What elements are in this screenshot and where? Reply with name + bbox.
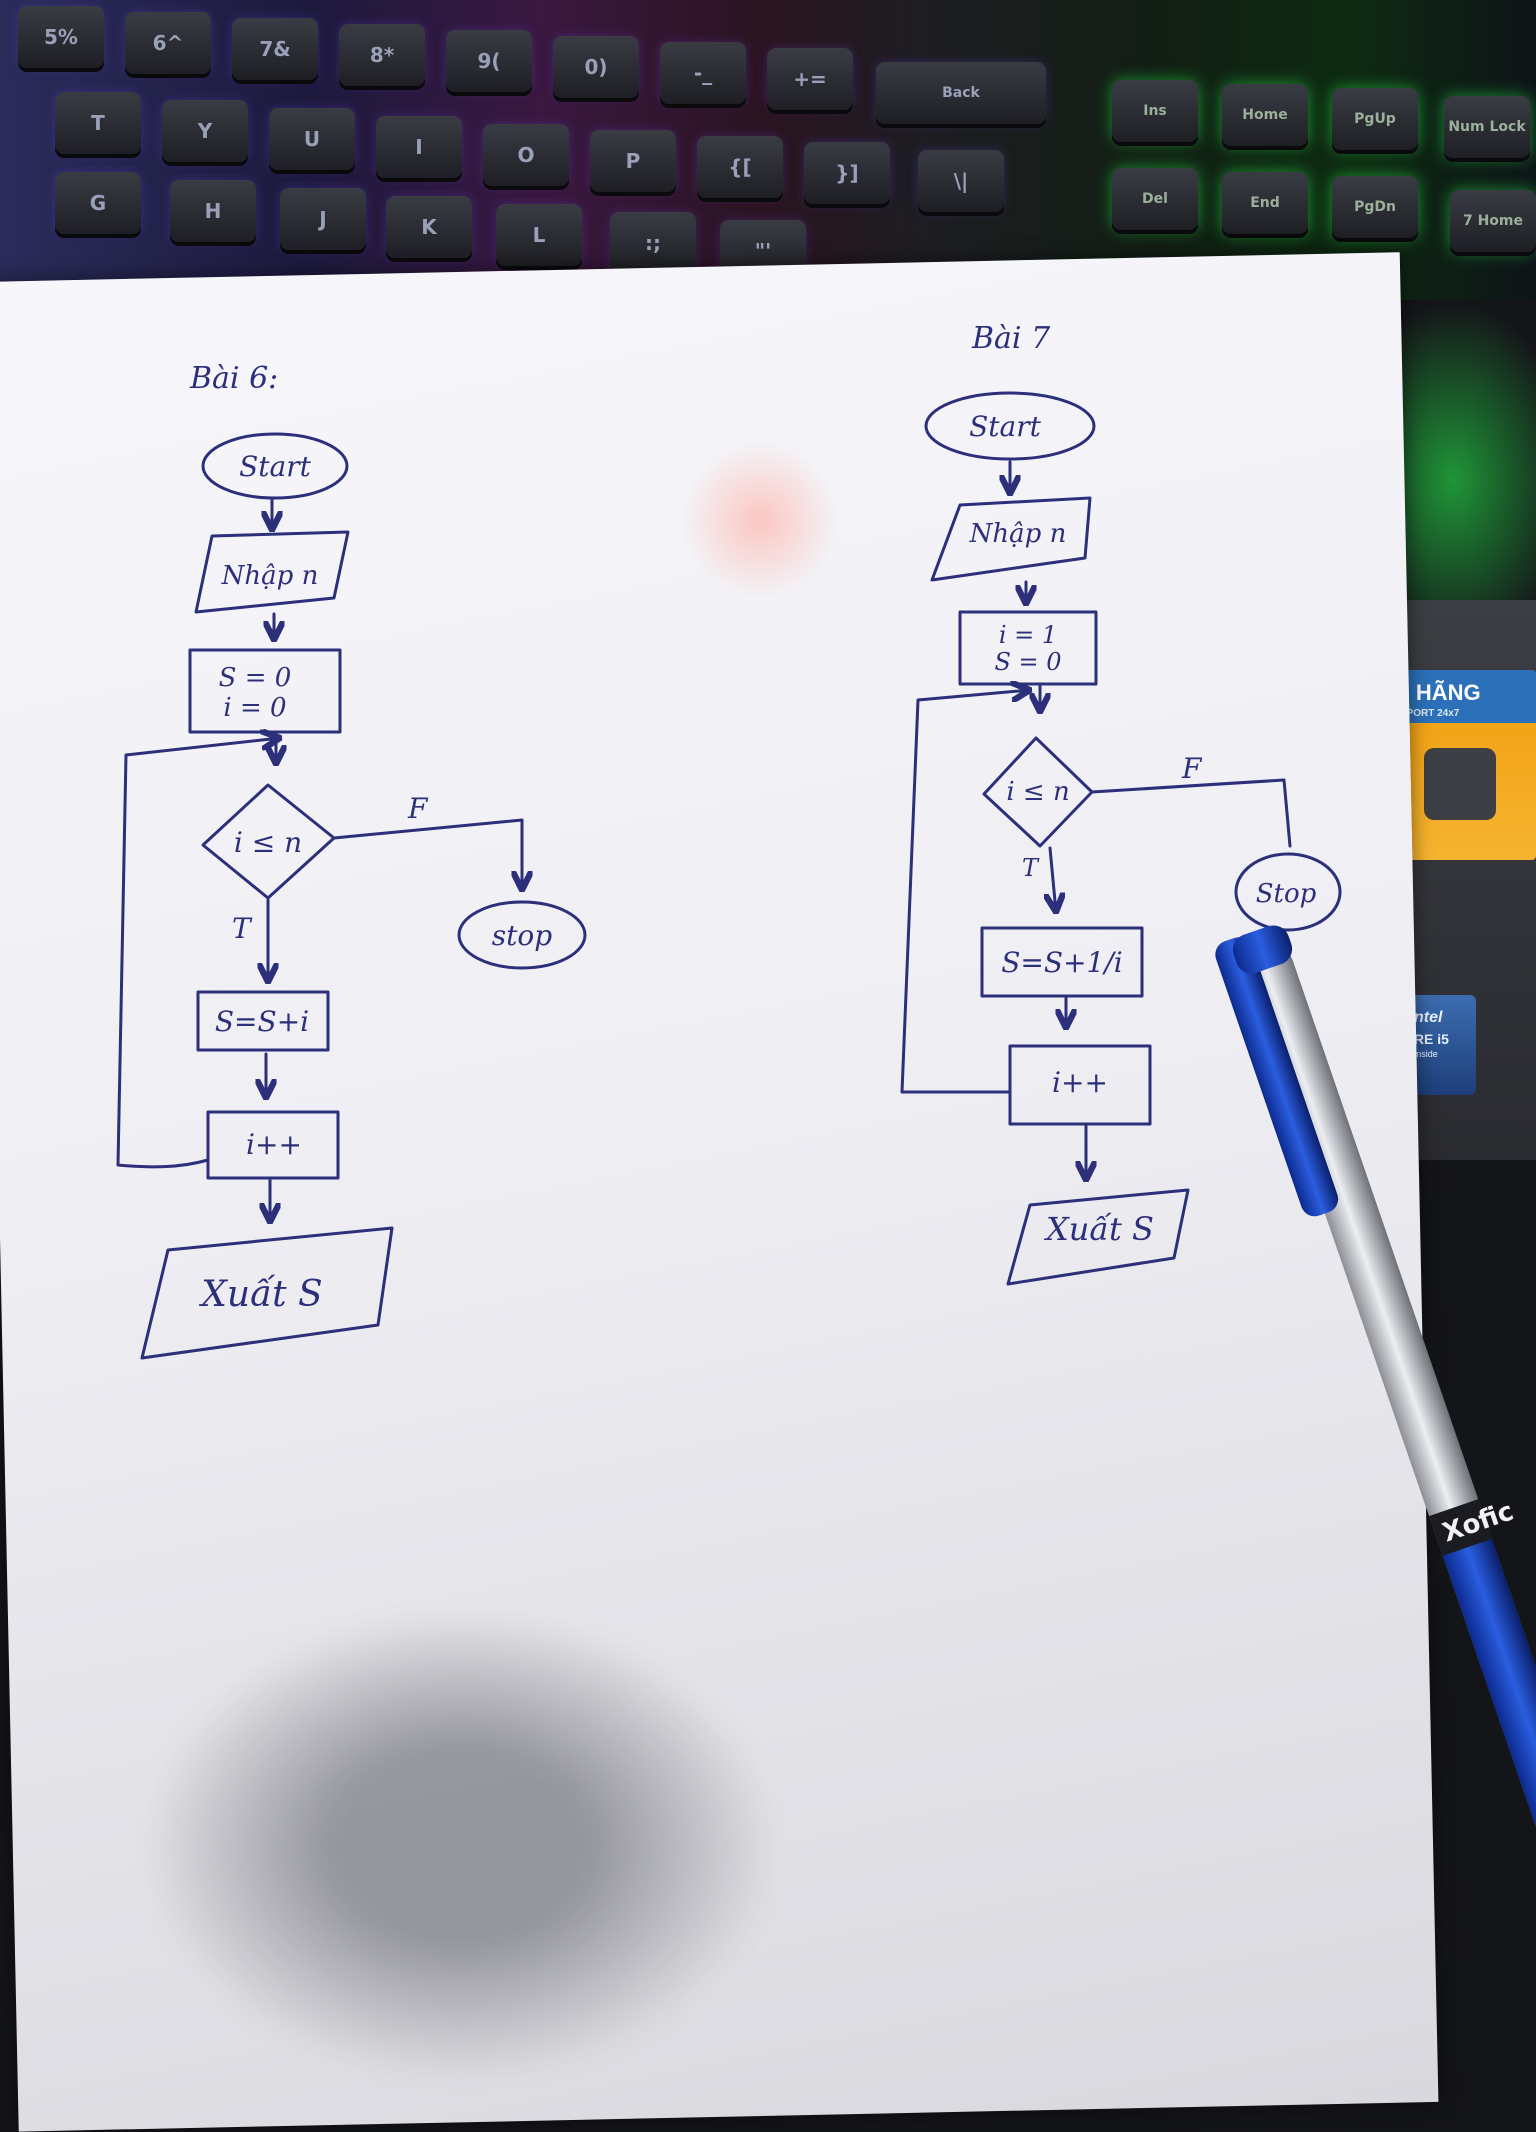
ballpoint-pen: Xofic xyxy=(1215,925,1536,2048)
left-decision-label: i ≤ n xyxy=(234,826,302,859)
left-increment-label: i++ xyxy=(246,1128,302,1161)
key: -_ xyxy=(660,42,746,104)
right-input-node xyxy=(930,496,1092,582)
left-stop-node xyxy=(457,900,587,970)
key: Back xyxy=(876,62,1046,124)
left-init-line-2: i = 0 xyxy=(223,693,286,723)
key: Ins xyxy=(1112,80,1198,142)
key: PgDn xyxy=(1332,176,1418,238)
key: End xyxy=(1222,172,1308,234)
key: PgUp xyxy=(1332,88,1418,150)
key: G xyxy=(55,172,141,234)
key: Y xyxy=(162,100,248,162)
key: {[ xyxy=(697,136,783,198)
right-start-label: Start xyxy=(969,410,1042,443)
right-title: Bài 7 xyxy=(971,321,1051,356)
phone-shadow xyxy=(150,1615,770,2075)
right-input-label: Nhập n xyxy=(969,519,1067,549)
key: \| xyxy=(918,150,1004,212)
key: += xyxy=(767,48,853,110)
pen-band xyxy=(1429,1499,1492,1556)
key: K xyxy=(386,196,472,258)
key: :; xyxy=(610,212,696,274)
pen-grip xyxy=(1441,1530,1536,2048)
left-input-node xyxy=(194,530,350,614)
key: J xyxy=(280,188,366,250)
right-false-label: F xyxy=(1181,752,1203,785)
key: 5% xyxy=(18,6,104,68)
key: 9( xyxy=(446,30,532,92)
right-output-label: Xuất S xyxy=(1043,1210,1154,1248)
left-false-branch xyxy=(332,818,522,890)
pen-clip xyxy=(1215,937,1339,1217)
right-process-sum-label: S=S+1/i xyxy=(1001,946,1123,979)
right-true-branch xyxy=(1050,846,1056,912)
key: Num Lock xyxy=(1444,96,1530,158)
left-start-label: Start xyxy=(239,450,312,483)
key: }] xyxy=(804,142,890,204)
left-process-sum-node xyxy=(196,990,330,1052)
key: O xyxy=(483,124,569,186)
right-stop-label: Stop xyxy=(1256,879,1317,909)
key: I xyxy=(376,116,462,178)
key: L xyxy=(496,204,582,266)
left-output-label: Xuất S xyxy=(198,1274,322,1315)
key: P xyxy=(590,130,676,192)
intel-brand: intel xyxy=(1409,1009,1443,1026)
key: Del xyxy=(1112,168,1198,230)
key: Home xyxy=(1222,84,1308,146)
left-decision-node xyxy=(201,783,336,900)
flowchart-left: Bài 6: Start Nhập n S = 0 i = 0 i ≤ n F … xyxy=(116,361,587,1360)
key: 7 Home xyxy=(1450,190,1536,252)
key: T xyxy=(55,92,141,154)
pen-cap xyxy=(1232,925,1293,974)
right-increment-label: i++ xyxy=(1052,1066,1108,1099)
key: 8* xyxy=(339,24,425,86)
left-true-label: T xyxy=(232,912,253,945)
light-reflection xyxy=(680,440,840,600)
key: H xyxy=(170,180,256,242)
background-keyboard: 5% 6^ 7& 8* 9( 0) -_ += Back T Y U I O P… xyxy=(0,0,1536,300)
intel-inside: inside xyxy=(1414,1049,1438,1059)
left-loop-back xyxy=(116,738,280,1169)
flowchart-right: Bài 7 Start Nhập n i = 1 S = 0 i ≤ n F S… xyxy=(900,321,1342,1286)
right-stop-node xyxy=(1234,852,1342,932)
right-output-node xyxy=(1006,1188,1190,1286)
left-start-node xyxy=(201,432,349,500)
key: 6^ xyxy=(125,12,211,74)
right-decision-label: i ≤ n xyxy=(1006,777,1069,807)
key: 7& xyxy=(232,18,318,80)
right-decision-node xyxy=(982,736,1094,848)
left-output-node xyxy=(140,1226,394,1360)
key: 0) xyxy=(553,36,639,98)
right-start-node xyxy=(924,391,1096,461)
right-true-label: T xyxy=(1022,854,1040,882)
right-loop-back xyxy=(900,690,1030,1094)
left-increment-node xyxy=(206,1110,340,1180)
right-process-sum-node xyxy=(980,926,1144,998)
right-init-line-1: i = 1 xyxy=(999,621,1057,649)
support-icon xyxy=(1424,748,1496,820)
handwritten-flowcharts: Bài 6: Start Nhập n S = 0 i = 0 i ≤ n F … xyxy=(116,321,1342,1360)
right-increment-node xyxy=(1008,1044,1152,1126)
left-init-line-1: S = 0 xyxy=(219,663,292,693)
left-false-label: F xyxy=(407,792,429,825)
left-title: Bài 6: xyxy=(189,361,278,396)
right-init-line-2: S = 0 xyxy=(994,648,1061,676)
right-false-branch xyxy=(1090,778,1292,848)
left-input-label: Nhập n xyxy=(221,561,319,591)
left-process-sum-label: S=S+i xyxy=(215,1005,309,1038)
left-stop-label: stop xyxy=(492,919,552,952)
key: U xyxy=(269,108,355,170)
